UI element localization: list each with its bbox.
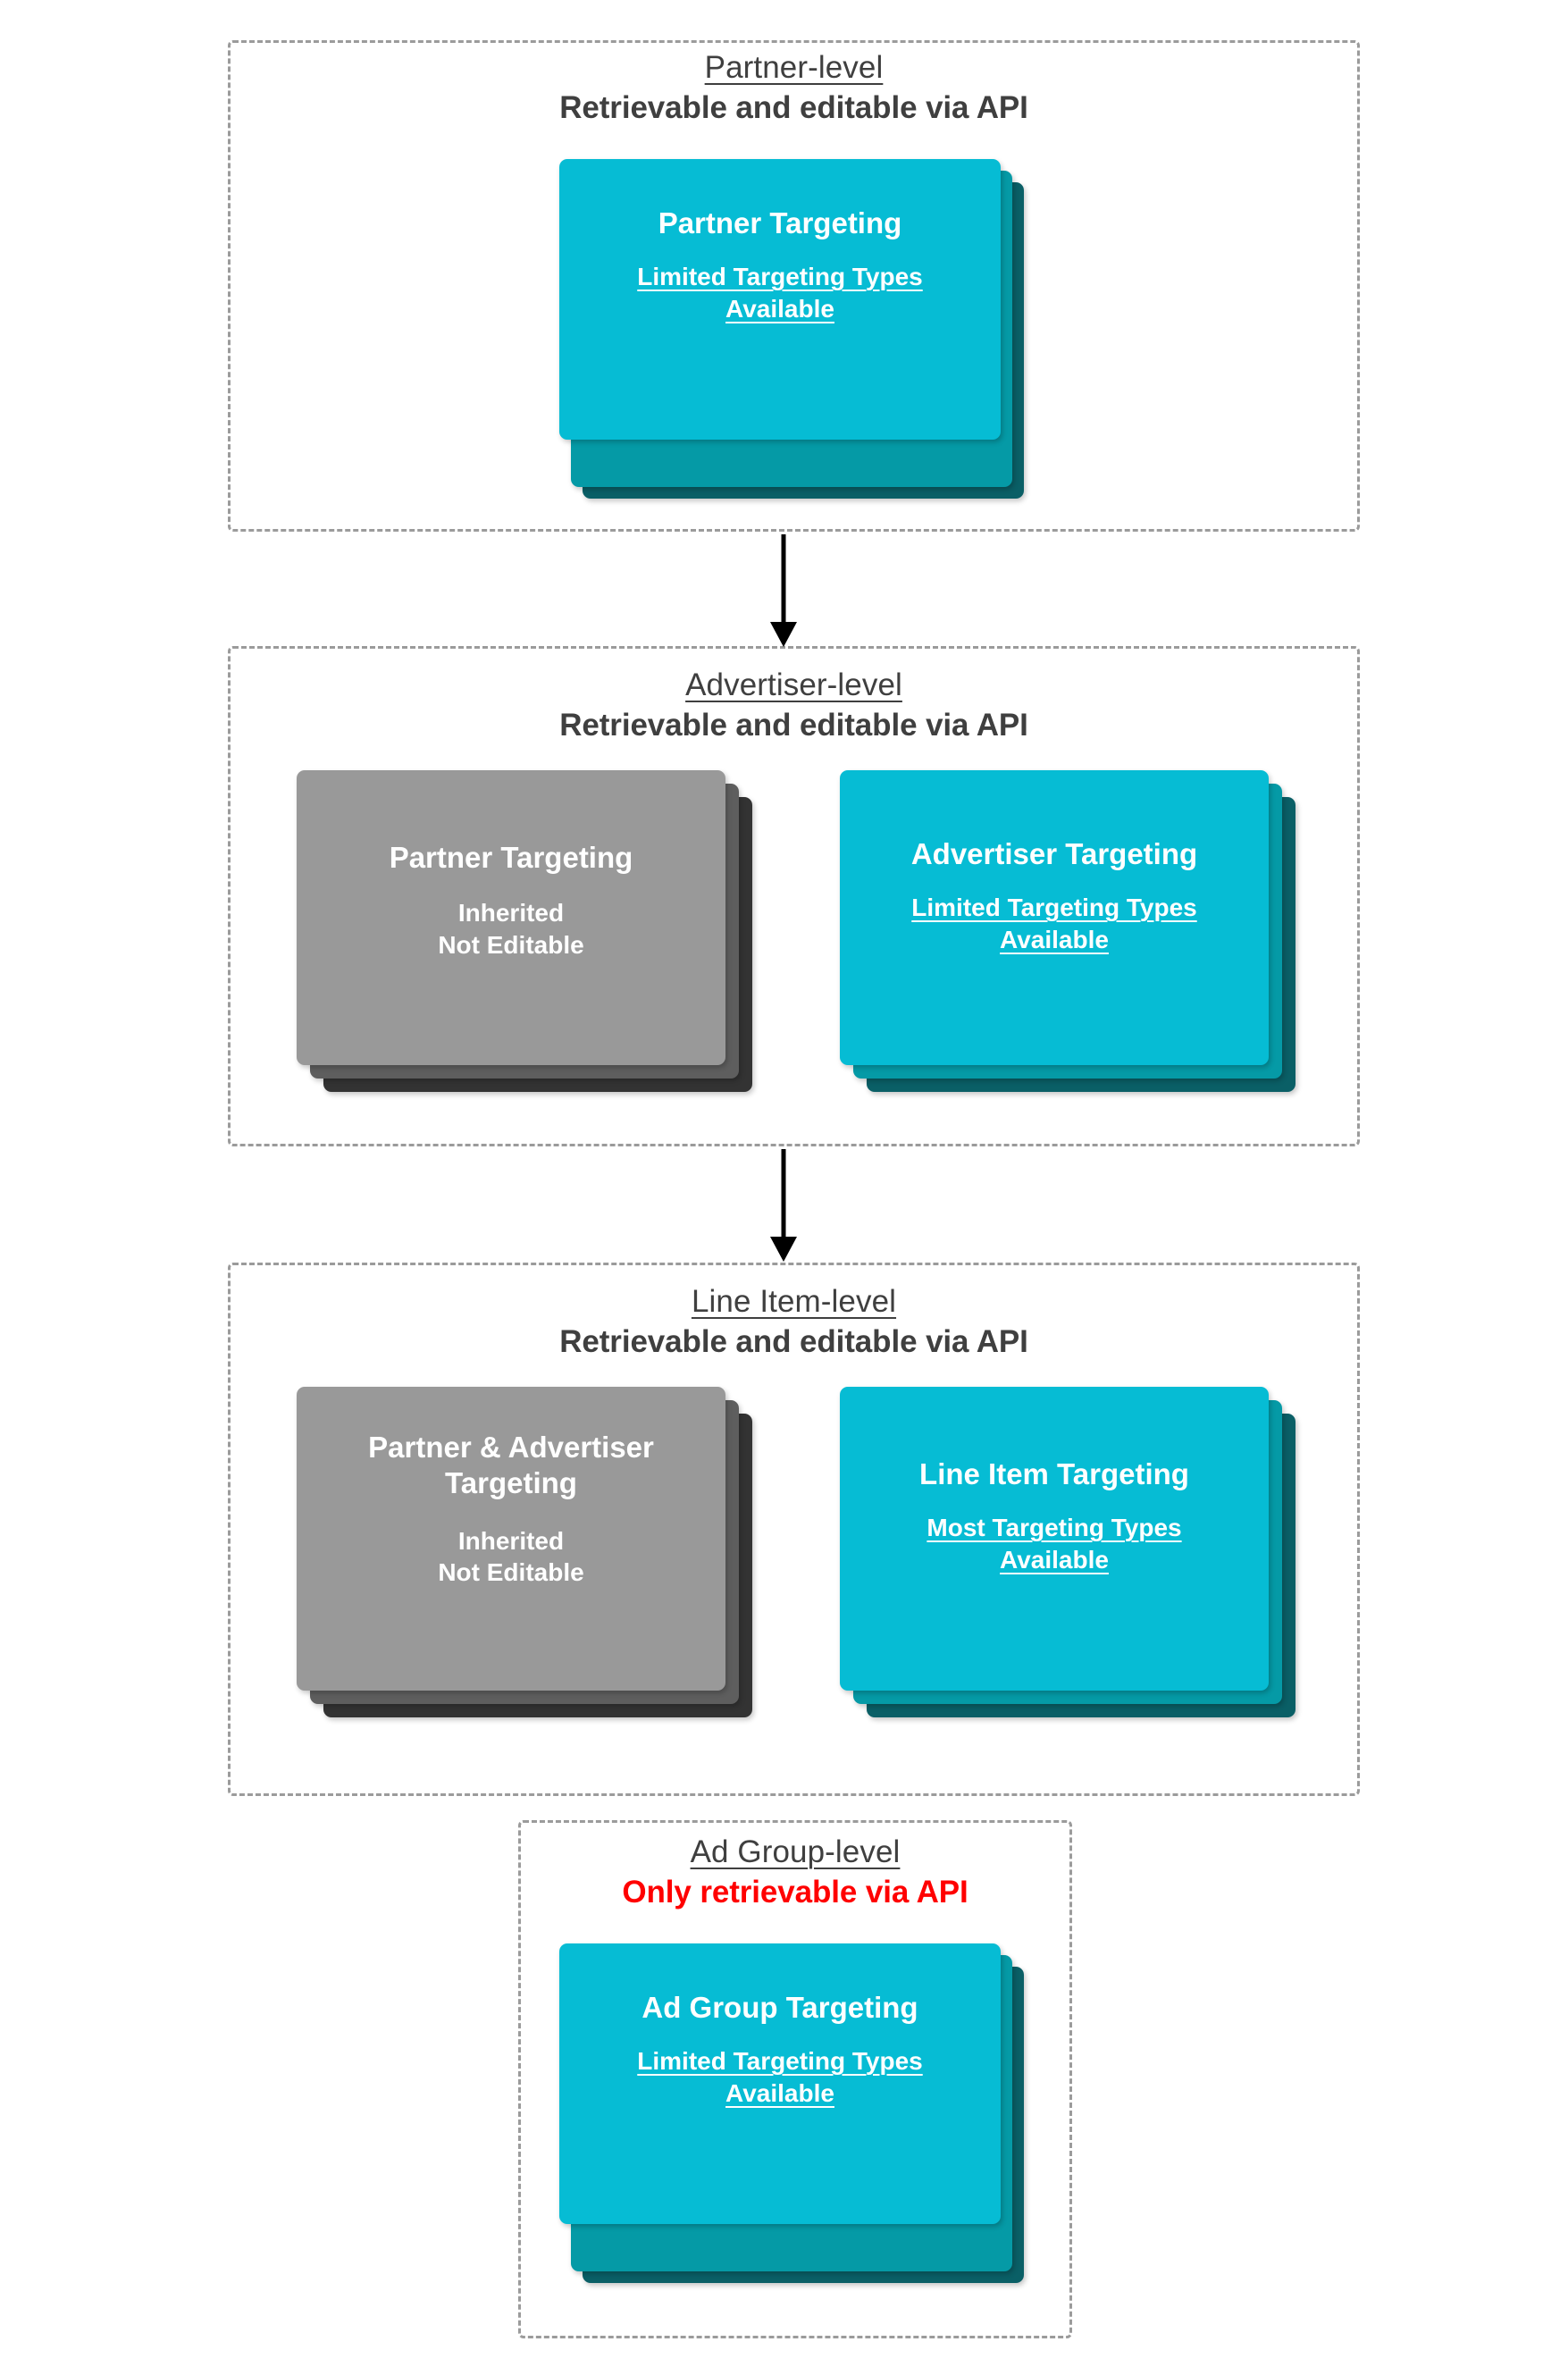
level-box-ad-group bbox=[518, 1820, 1072, 2338]
level-box-line-item bbox=[228, 1263, 1360, 1796]
card-subtitle: Limited Targeting Types Available bbox=[911, 894, 1197, 954]
card-title: Partner Targeting bbox=[389, 841, 633, 874]
card-stack-advertiser-targeting: Advertiser Targeting Limited Targeting T… bbox=[840, 770, 1304, 1119]
card-stack-line-item-targeting: Line Item Targeting Most Targeting Types… bbox=[840, 1387, 1304, 1744]
card-subtitle: Limited Targeting Types Available bbox=[637, 263, 923, 323]
card-title: Ad Group Targeting bbox=[641, 1991, 918, 2024]
card-partner-targeting[interactable]: Partner Targeting Limited Targeting Type… bbox=[559, 159, 1001, 440]
card-stack-inherited-partner-advertiser-targeting: Partner & Advertiser Targeting Inherited… bbox=[297, 1387, 761, 1744]
card-stack-inherited-partner-targeting: Partner Targeting Inherited Not Editable bbox=[297, 770, 761, 1119]
card-title: Advertiser Targeting bbox=[910, 837, 1198, 870]
card-advertiser-targeting[interactable]: Advertiser Targeting Limited Targeting T… bbox=[840, 770, 1269, 1065]
card-inherited-partner-advertiser-targeting[interactable]: Partner & Advertiser Targeting Inherited… bbox=[297, 1387, 725, 1691]
card-ad-group-targeting[interactable]: Ad Group Targeting Limited Targeting Typ… bbox=[559, 1943, 1001, 2224]
arrow-advertiser-to-line-item bbox=[770, 1149, 797, 1262]
level-box-advertiser bbox=[228, 646, 1360, 1146]
card-subtitle: Limited Targeting Types Available bbox=[637, 2047, 923, 2108]
card-inherited-partner-targeting[interactable]: Partner Targeting Inherited Not Editable bbox=[297, 770, 725, 1065]
card-stack-partner-targeting: Partner Targeting Limited Targeting Type… bbox=[559, 159, 1024, 499]
card-title: Line Item Targeting bbox=[919, 1457, 1189, 1490]
card-subtitle: Inherited Not Editable bbox=[438, 1526, 584, 1587]
card-title: Partner & Advertiser Targeting bbox=[368, 1431, 654, 1500]
card-title: Partner Targeting bbox=[658, 206, 902, 239]
card-line-item-targeting[interactable]: Line Item Targeting Most Targeting Types… bbox=[840, 1387, 1269, 1691]
card-stack-ad-group-targeting: Ad Group Targeting Limited Targeting Typ… bbox=[559, 1943, 1024, 2283]
level-box-partner bbox=[228, 40, 1360, 532]
card-subtitle: Inherited Not Editable bbox=[438, 899, 584, 960]
arrow-partner-to-advertiser bbox=[770, 534, 797, 647]
card-subtitle: Most Targeting Types Available bbox=[927, 1514, 1182, 1574]
